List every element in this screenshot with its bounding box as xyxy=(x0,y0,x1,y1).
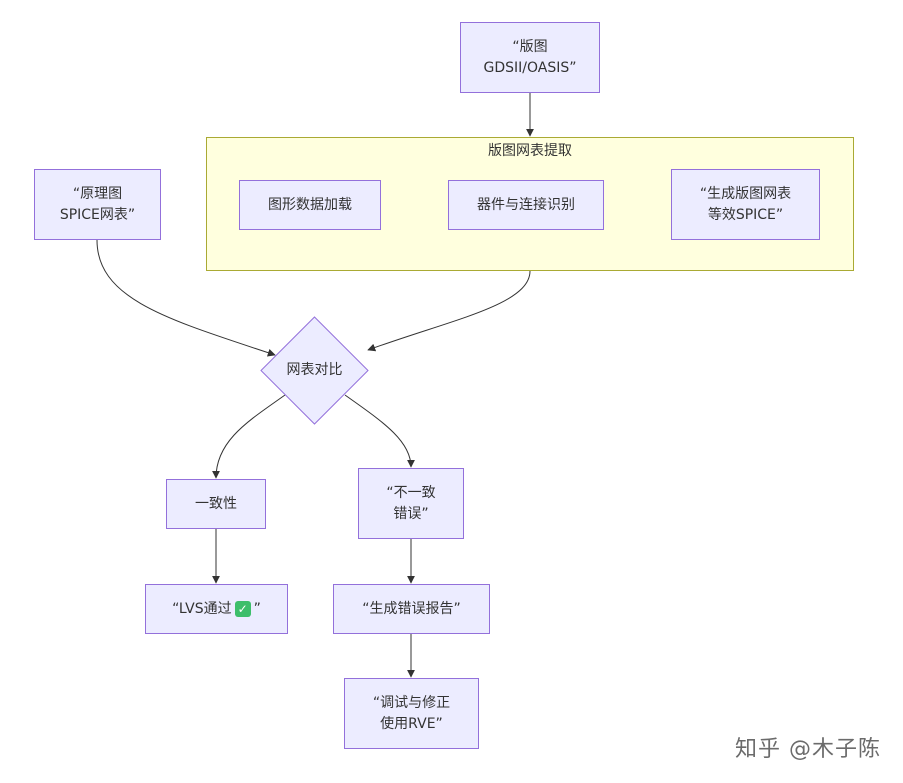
check-mark-icon: ✓ xyxy=(234,601,251,617)
consistent-node[interactable]: 一致性 xyxy=(166,479,266,529)
lvs-pass-close-quote: ” xyxy=(253,600,261,617)
device-connection-recognition-label: 器件与连接识别 xyxy=(477,196,575,213)
generate-error-report-label: “生成错误报告” xyxy=(362,600,461,617)
netlist-compare-diamond[interactable] xyxy=(260,316,369,425)
inconsistent-error-node[interactable]: “不一致 错误” xyxy=(358,468,464,539)
layout-node[interactable]: “版图 GDSII/OASIS” xyxy=(460,22,600,93)
debug-fix-line2: 使用RVE” xyxy=(380,715,443,732)
schematic-node[interactable]: “原理图 SPICE网表” xyxy=(34,169,161,240)
device-connection-recognition-node[interactable]: 器件与连接识别 xyxy=(448,180,604,230)
lvs-pass-node[interactable]: “LVS通过 ✓ ” xyxy=(145,584,288,634)
cluster-title: 版图网表提取 xyxy=(488,143,572,159)
generate-error-report-node[interactable]: “生成错误报告” xyxy=(333,584,490,634)
netlist-compare-label: 网表对比 xyxy=(286,362,343,378)
graphic-data-load-label: 图形数据加载 xyxy=(268,196,352,213)
edge-compare-to-inconsistent xyxy=(344,394,415,468)
watermark: 知乎 @木子陈 xyxy=(735,737,881,762)
lvs-pass-label: “LVS通过 xyxy=(172,600,232,617)
layout-node-line1: “版图 xyxy=(512,38,548,55)
schematic-node-line1: “原理图 xyxy=(72,185,123,202)
inconsistent-error-line2: 错误” xyxy=(393,505,429,522)
generate-layout-netlist-node[interactable]: “生成版图网表 等效SPICE” xyxy=(671,169,820,240)
edge-cluster-to-compare xyxy=(367,270,531,352)
edge-schematic-to-compare xyxy=(96,239,276,357)
debug-fix-line1: “调试与修正 xyxy=(372,694,451,711)
edge-compare-to-consistent xyxy=(212,394,286,479)
schematic-node-line2: SPICE网表” xyxy=(59,206,136,223)
debug-fix-node[interactable]: “调试与修正 使用RVE” xyxy=(344,678,479,749)
consistent-label: 一致性 xyxy=(195,495,237,512)
generate-layout-netlist-line1: “生成版图网表 xyxy=(699,185,792,202)
inconsistent-error-line1: “不一致 xyxy=(386,484,436,501)
graphic-data-load-node[interactable]: 图形数据加载 xyxy=(239,180,381,230)
generate-layout-netlist-line2: 等效SPICE” xyxy=(707,206,784,223)
layout-node-line2: GDSII/OASIS” xyxy=(483,59,577,76)
